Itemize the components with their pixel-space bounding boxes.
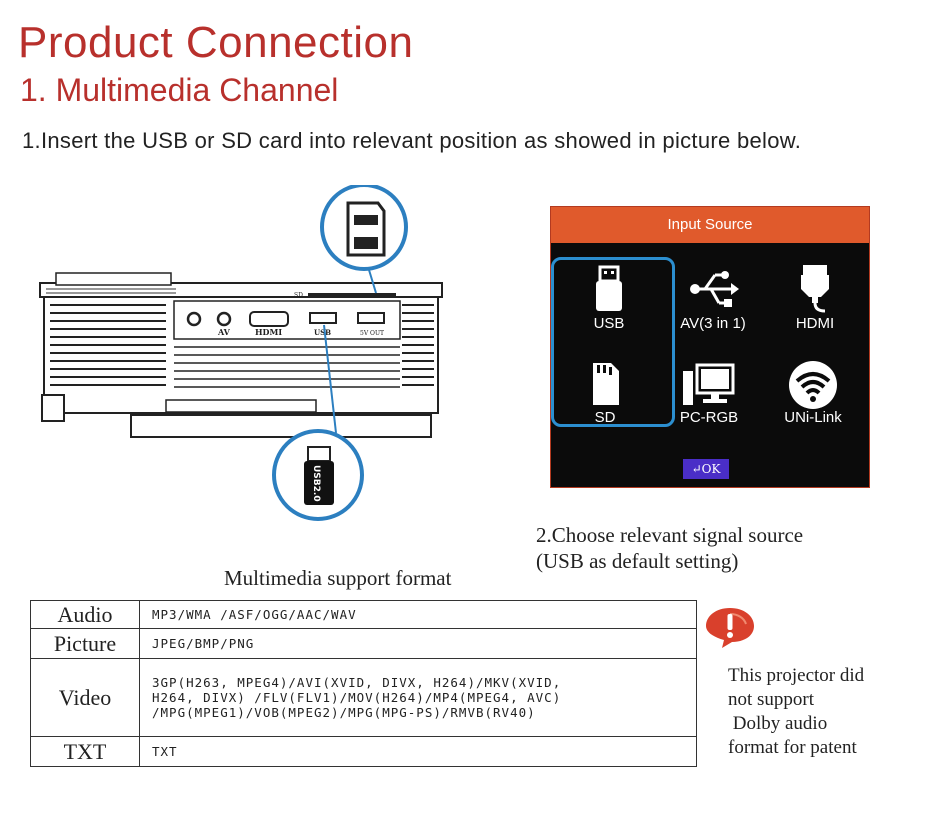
instruction-line: 2.Choose relevant signal source: [536, 523, 804, 547]
source-sd[interactable]: SD: [555, 359, 655, 426]
source-usb[interactable]: USB: [559, 263, 659, 332]
format-values: MP3/WMA /ASF/OGG/AAC/WAV: [139, 600, 697, 629]
format-values: JPEG/BMP/PNG: [139, 628, 697, 659]
sd-slot-label: SD: [294, 292, 303, 299]
note-line: Dolby audio: [728, 713, 828, 734]
sd-card-icon: [593, 363, 619, 405]
exclamation-icon: [706, 608, 754, 648]
format-values: 3GP(H263, MPEG4)/AVI(XVID, DIVX, H264)/M…: [139, 658, 697, 737]
format-category: Audio: [30, 600, 140, 629]
source-label: AV(3 in 1): [680, 315, 746, 332]
note-line: not support: [728, 689, 815, 710]
av-port-label: AV: [217, 327, 231, 337]
source-label: SD: [594, 409, 616, 426]
instruction-step-1: 1.Insert the USB or SD card into relevan…: [22, 128, 802, 153]
usb-drive-label: USB2.0: [311, 465, 321, 502]
format-category: Video: [30, 658, 140, 737]
note-line: This projector did: [728, 665, 865, 686]
format-category: TXT: [30, 736, 140, 767]
source-av[interactable]: AV(3 in 1): [663, 263, 763, 332]
input-source-title: Input Source: [551, 207, 869, 243]
sd-card-icon: [346, 201, 386, 257]
computer-icon: [683, 363, 735, 405]
wifi-icon: [789, 361, 837, 409]
instruction-line: (USB as default setting): [536, 549, 739, 573]
instruction-step-2: 2.Choose relevant signal source (USB as …: [536, 522, 803, 574]
format-table: Audio MP3/WMA /ASF/OGG/AAC/WAV Picture J…: [30, 600, 697, 767]
ok-label: OK: [701, 462, 721, 476]
input-source-panel: Input Source USB AV(3 in 1): [550, 206, 870, 488]
projector-illustration: AV HDMI SD USB 5V OUT USB2.0: [39, 185, 443, 521]
page-title: Product Connection: [18, 18, 414, 67]
table-row: Video 3GP(H263, MPEG4)/AVI(XVID, DIVX, H…: [30, 658, 697, 737]
usb-symbol-icon: [690, 271, 739, 307]
ok-button[interactable]: ↵OK: [683, 459, 729, 479]
table-row: TXT TXT: [30, 736, 697, 767]
note-line: format for patent: [728, 737, 857, 758]
source-uni-link[interactable]: UNi-Link: [763, 359, 863, 426]
source-pc-rgb[interactable]: PC-RGB: [659, 359, 759, 426]
source-label: UNi-Link: [784, 409, 842, 426]
format-category: Picture: [30, 628, 140, 659]
usb-drive-icon: [304, 446, 334, 505]
usb-port-label: USB: [314, 328, 331, 337]
source-label: PC-RGB: [679, 409, 739, 426]
table-row: Audio MP3/WMA /ASF/OGG/AAC/WAV: [30, 600, 697, 629]
source-label: USB: [593, 315, 625, 332]
dolby-note: This projector did not support Dolby aud…: [728, 664, 864, 760]
source-hdmi[interactable]: HDMI: [765, 263, 865, 332]
source-label: HDMI: [795, 315, 835, 332]
table-row: Picture JPEG/BMP/PNG: [30, 628, 697, 659]
hdmi-port-label: HDMI: [255, 327, 282, 337]
selection-highlight: [551, 257, 675, 427]
usb-drive-icon: [596, 265, 622, 311]
5v-port-label: 5V OUT: [360, 330, 384, 337]
section-subtitle: 1. Multimedia Channel: [20, 72, 339, 108]
format-values: TXT: [139, 736, 697, 767]
hdmi-plug-icon: [801, 265, 829, 313]
format-table-caption: Multimedia support format: [224, 566, 452, 590]
enter-icon: ↵: [691, 462, 702, 476]
